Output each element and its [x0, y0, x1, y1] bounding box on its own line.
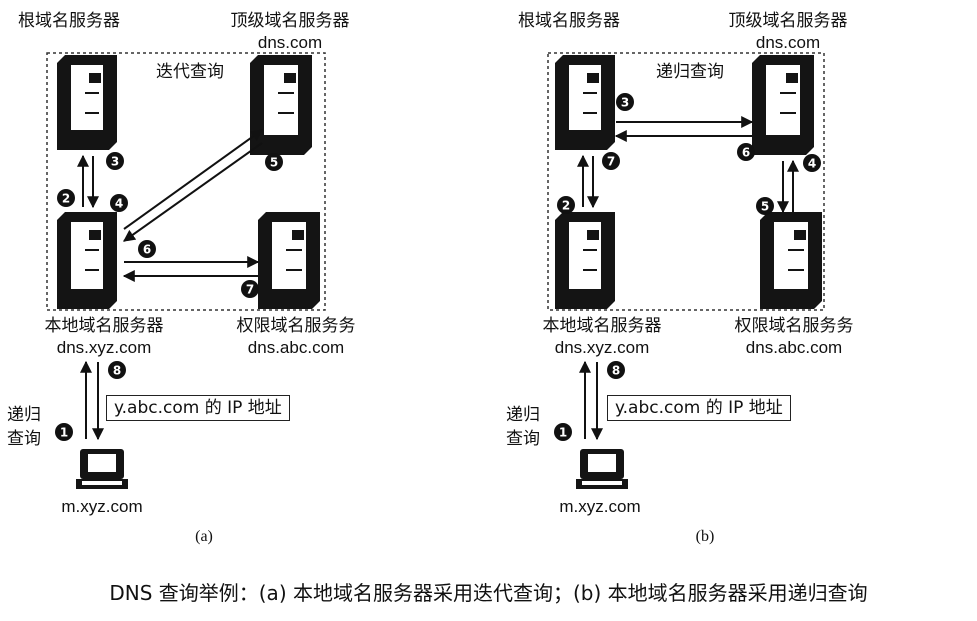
client-host-label-a: m.xyz.com [61, 497, 143, 516]
step-3-badge-b: 3 [616, 93, 634, 111]
root-server-icon-b [555, 55, 615, 150]
tld-server-label-a: 顶级域名服务器 [230, 11, 350, 31]
step-2-badge-b: 2 [557, 196, 575, 214]
figure-caption: DNS 查询举例：(a) 本地域名服务器采用迭代查询；(b) 本地域名服务器采用… [109, 581, 868, 605]
ip-answer-box-a: y.abc.com 的 IP 地址 [106, 395, 290, 421]
step-3-badge-a: 3 [106, 152, 124, 170]
auth-server-label-a: 权限域名服务务 [236, 316, 356, 336]
svg-text:4: 4 [808, 157, 816, 171]
svg-text:6: 6 [143, 243, 151, 257]
panel-a-sublabel: (a) [195, 528, 213, 545]
svg-text:2: 2 [562, 199, 570, 213]
step-2-badge-a: 2 [57, 189, 75, 207]
local-server-domain-b: dns.xyz.com [554, 338, 650, 357]
step-7-badge-b: 7 [602, 152, 620, 170]
svg-text:1: 1 [559, 426, 567, 440]
step-1-badge-b: 1 [554, 423, 572, 441]
step-4-badge-a: 4 [110, 194, 128, 212]
root-server-icon-a [57, 55, 117, 150]
boundary-box-a [46, 52, 326, 311]
local-server-label-a: 本地域名服务器 [44, 316, 164, 336]
tld-server-icon-a [250, 55, 312, 155]
arrow-4-query-tld-a [123, 129, 263, 230]
recursive-label-line1-b: 递归 [506, 405, 540, 425]
svg-text:8: 8 [612, 364, 620, 378]
step-6-badge-b: 6 [737, 143, 755, 161]
auth-server-domain-a: dns.abc.com [247, 338, 345, 357]
svg-text:2: 2 [62, 192, 70, 206]
arrow-5-referral-tld-a [123, 142, 263, 242]
svg-text:5: 5 [761, 200, 769, 214]
step-4-badge-b: 4 [803, 154, 821, 172]
local-server-icon-a [57, 212, 117, 309]
step-5-badge-b: 5 [756, 197, 774, 215]
local-server-domain-a: dns.xyz.com [56, 338, 152, 357]
recursive-label-line2-b: 查询 [506, 429, 540, 449]
root-server-label-b: 根域名服务器 [518, 11, 620, 31]
svg-text:6: 6 [742, 146, 750, 160]
step-8-badge-b: 8 [607, 361, 625, 379]
svg-text:5: 5 [270, 156, 278, 170]
svg-text:3: 3 [111, 155, 119, 169]
step-8-badge-a: 8 [108, 361, 126, 379]
tld-server-domain-a: dns.com [257, 33, 323, 52]
recursive-label-line2-a: 查询 [7, 429, 41, 449]
client-computer-icon-a [76, 449, 128, 489]
client-host-label-b: m.xyz.com [559, 497, 641, 516]
auth-server-domain-b: dns.abc.com [745, 338, 843, 357]
svg-text:8: 8 [113, 364, 121, 378]
client-computer-icon-b [576, 449, 628, 489]
svg-text:3: 3 [621, 96, 629, 110]
step-1-badge-a: 1 [55, 423, 73, 441]
local-server-label-b: 本地域名服务器 [542, 316, 662, 336]
step-6-badge-a: 6 [138, 240, 156, 258]
panel-b-sublabel: (b) [695, 528, 715, 545]
auth-server-icon-b [760, 212, 822, 309]
step-7-badge-a: 7 [241, 280, 259, 298]
svg-text:4: 4 [115, 197, 123, 211]
root-server-label-a: 根域名服务器 [18, 11, 120, 31]
tld-server-domain-b: dns.com [755, 33, 821, 52]
boundary-box-b [547, 52, 825, 311]
svg-text:7: 7 [246, 283, 254, 297]
local-server-icon-b [555, 212, 615, 309]
svg-text:1: 1 [60, 426, 68, 440]
tld-server-label-b: 顶级域名服务器 [728, 11, 848, 31]
recursive-label-line1-a: 递归 [7, 405, 41, 425]
ip-answer-box-b: y.abc.com 的 IP 地址 [607, 395, 791, 421]
svg-text:7: 7 [607, 155, 615, 169]
iterative-query-label: 迭代查询 [156, 62, 224, 82]
auth-server-label-b: 权限域名服务务 [734, 316, 854, 336]
recursive-query-label: 递归查询 [656, 62, 724, 82]
tld-server-icon-b [752, 55, 814, 155]
auth-server-icon-a [258, 212, 320, 309]
step-5-badge-a: 5 [265, 153, 283, 171]
